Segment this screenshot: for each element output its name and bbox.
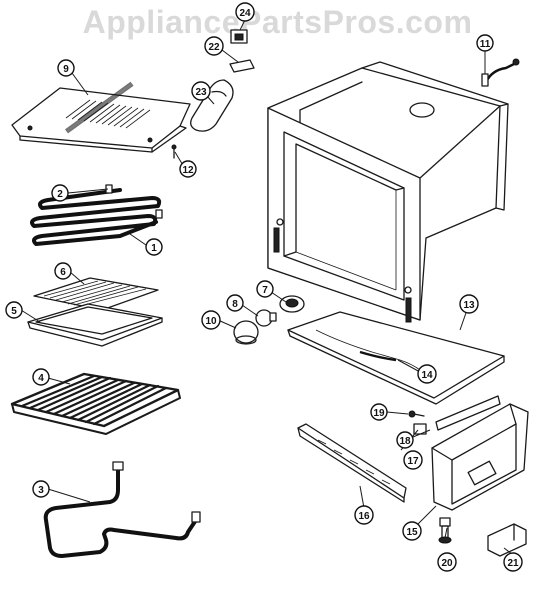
callout-label-1: 1 — [151, 243, 157, 254]
part-bracket-22 — [229, 59, 255, 73]
part-side-rail-16 — [297, 423, 407, 503]
part-heat-deflector-panel — [11, 81, 191, 153]
part-leveling-leg-20 — [438, 517, 452, 544]
callout-label-7: 7 — [262, 285, 268, 296]
callout-12: 12 — [179, 160, 197, 178]
watermark-text: AppliancePartsPros.com — [82, 4, 473, 40]
callout-label-11: 11 — [480, 39, 491, 50]
callout-14: 14 — [417, 364, 437, 384]
part-switch-24 — [230, 29, 248, 44]
callout-label-6: 6 — [60, 267, 66, 278]
callout-4: 4 — [32, 368, 50, 386]
callout-label-3: 3 — [38, 485, 44, 496]
part-drawer-support-17 — [435, 395, 501, 431]
callout-20: 20 — [437, 552, 457, 572]
part-anti-tip-bracket-21 — [487, 523, 527, 557]
callout-23: 23 — [191, 81, 211, 101]
callout-2: 2 — [51, 184, 69, 202]
part-wire-14 — [359, 350, 397, 362]
callout-label-22: 22 — [208, 42, 220, 53]
callout-9: 9 — [57, 59, 75, 77]
callout-label-5: 5 — [11, 306, 17, 317]
callout-16: 16 — [354, 505, 374, 525]
part-screw-12 — [171, 144, 177, 159]
callout-1: 1 — [145, 238, 163, 256]
callout-8: 8 — [226, 294, 244, 312]
callout-5: 5 — [5, 301, 23, 319]
callout-15: 15 — [402, 521, 422, 541]
part-oven-rack — [10, 372, 181, 435]
callout-label-10: 10 — [205, 316, 217, 327]
callout-7: 7 — [256, 280, 274, 298]
callout-18: 18 — [396, 431, 414, 449]
callout-11: 11 — [476, 34, 494, 52]
part-screw-19 — [408, 410, 425, 418]
callout-label-24: 24 — [239, 8, 251, 19]
callout-label-12: 12 — [182, 165, 194, 176]
part-wire-harness-11 — [481, 58, 520, 87]
callout-label-4: 4 — [38, 373, 44, 384]
part-drawer-frame-15 — [431, 403, 529, 511]
callout-17: 17 — [403, 450, 423, 470]
callout-label-18: 18 — [399, 436, 411, 447]
callout-label-15: 15 — [406, 527, 418, 538]
part-light-cover-10 — [233, 320, 259, 345]
callout-label-19: 19 — [373, 408, 385, 419]
callout-22: 22 — [204, 36, 224, 56]
leader-lines — [20, 19, 513, 555]
part-broiler-pan — [27, 303, 163, 347]
callout-label-8: 8 — [232, 299, 238, 310]
callout-label-23: 23 — [195, 87, 207, 98]
part-light-bulb-8 — [255, 309, 277, 327]
part-oven-bottom-panel-13 — [287, 311, 505, 405]
callout-label-16: 16 — [358, 511, 370, 522]
callout-label-2: 2 — [57, 189, 63, 200]
callout-10: 10 — [201, 310, 221, 330]
callout-label-17: 17 — [407, 456, 419, 467]
part-oven-cavity — [267, 61, 509, 323]
callout-3: 3 — [32, 480, 50, 498]
part-vent-duct-23 — [190, 79, 234, 132]
callout-19: 19 — [370, 403, 388, 421]
callout-label-13: 13 — [463, 300, 475, 311]
callout-label-20: 20 — [441, 558, 453, 569]
callout-21: 21 — [503, 552, 523, 572]
callout-label-9: 9 — [63, 64, 69, 75]
part-light-socket-7 — [279, 295, 305, 313]
callout-label-21: 21 — [507, 558, 519, 569]
part-broiler-pan-grid — [33, 277, 159, 311]
callout-13: 13 — [459, 294, 479, 314]
callout-24: 24 — [235, 2, 255, 22]
part-bake-element — [43, 461, 201, 558]
callout-6: 6 — [54, 262, 72, 280]
callout-label-14: 14 — [421, 370, 433, 381]
